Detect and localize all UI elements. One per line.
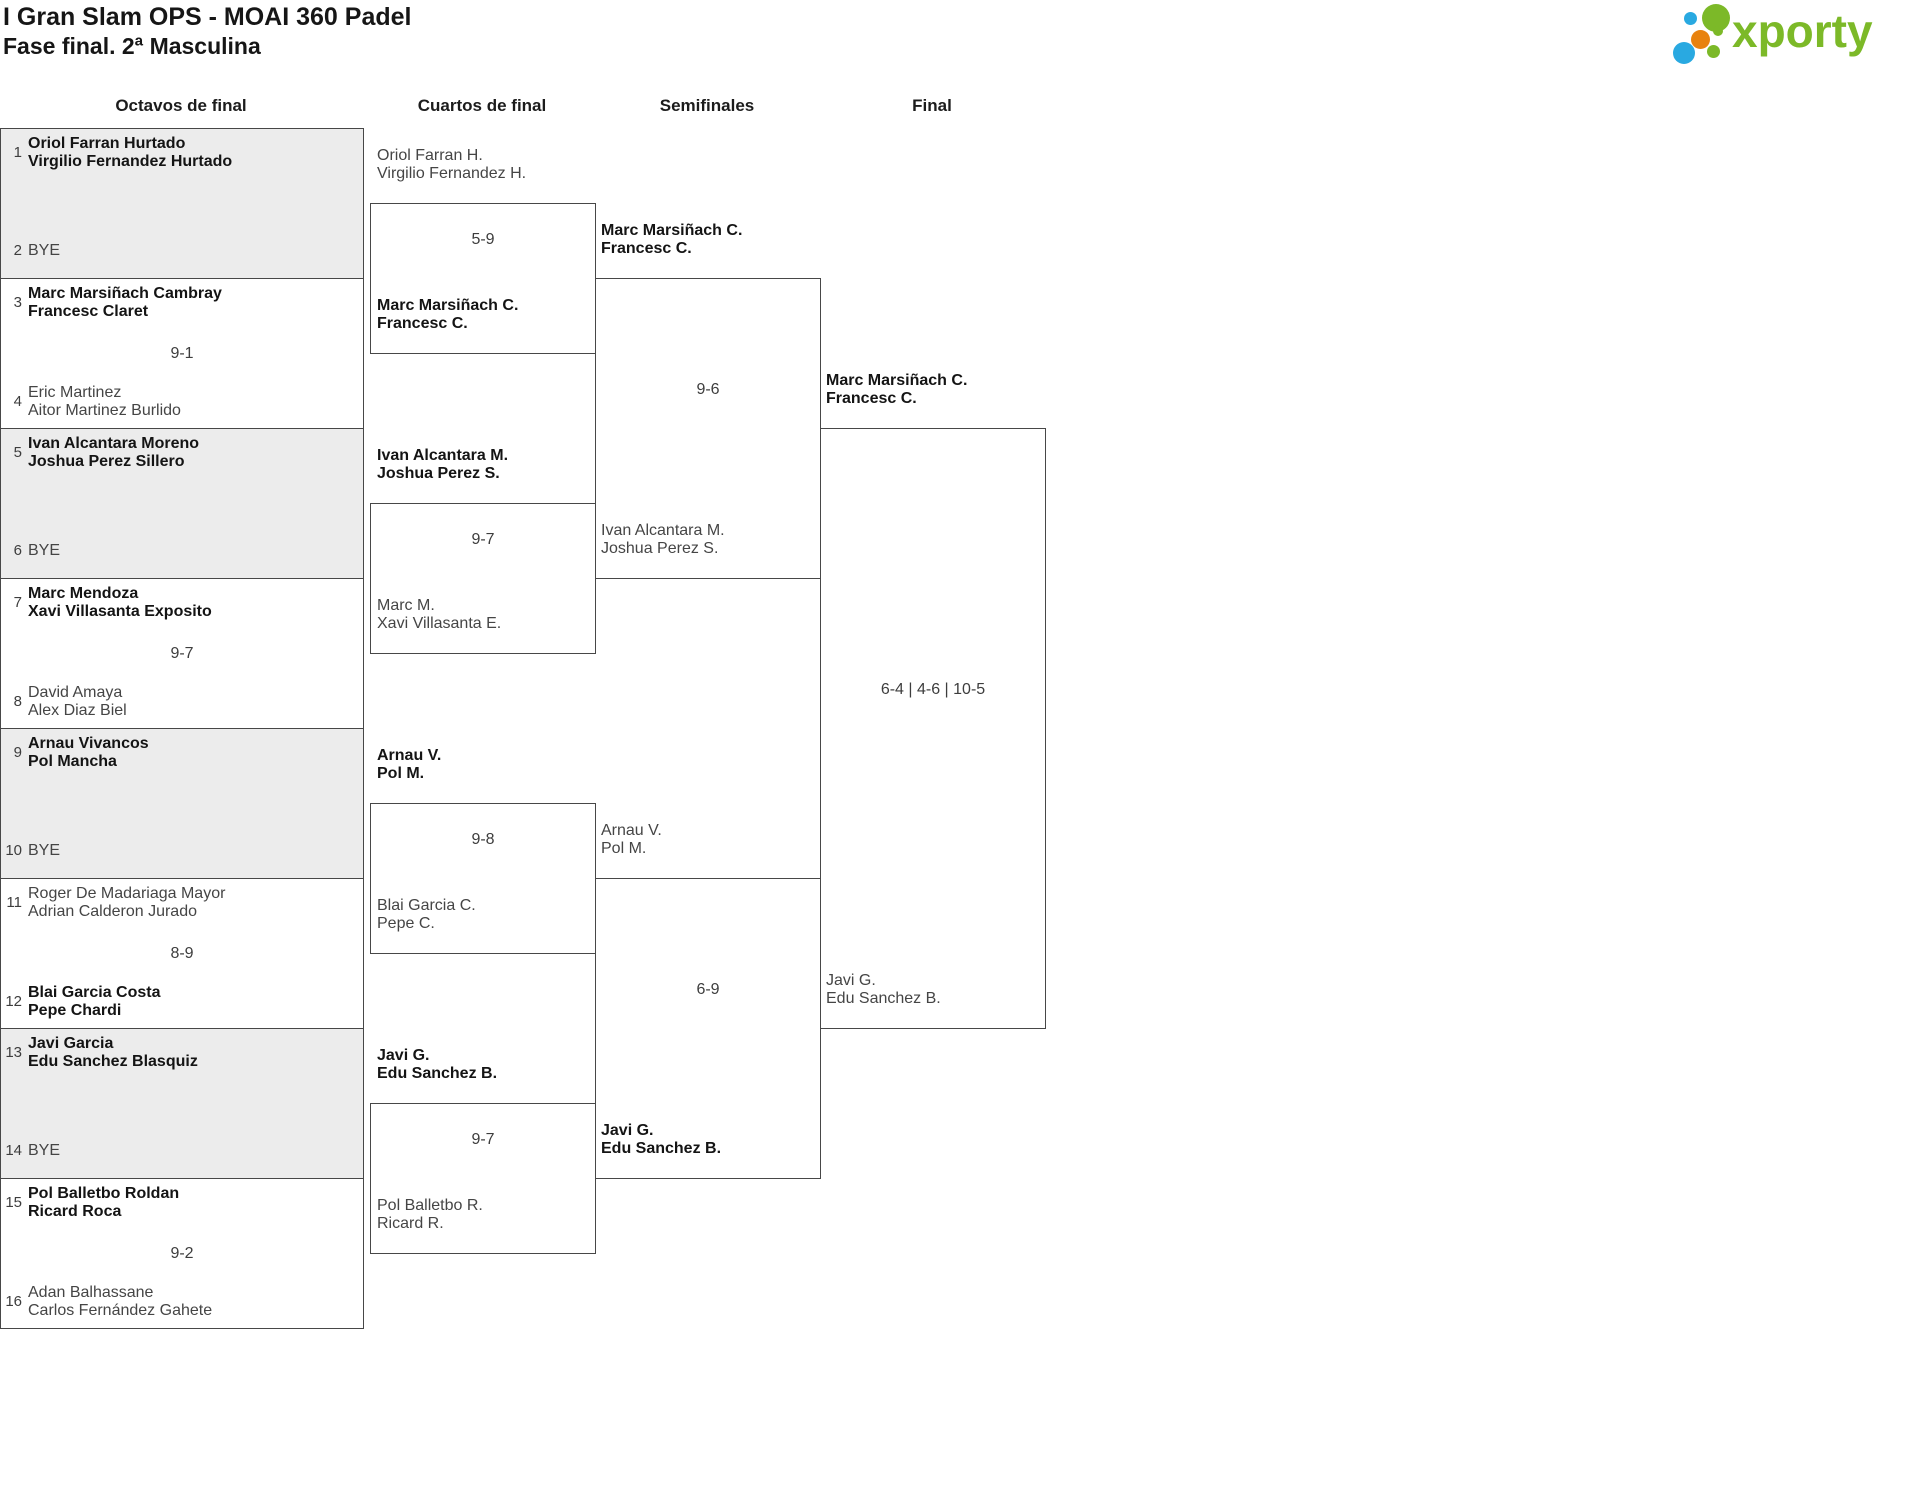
team-name: David Amaya Alex Diaz Biel [28, 684, 127, 719]
match-box-octavos-3: 5 Ivan Alcantara Moreno Joshua Perez Sil… [0, 428, 364, 579]
match-box-final [820, 428, 1046, 1029]
team-name: Javi Garcia Edu Sanchez Blasquiz [28, 1035, 198, 1070]
team-name: BYE [28, 542, 61, 559]
seed-number: 9 [13, 744, 22, 761]
seed-number: 13 [5, 1044, 22, 1061]
logo-dot-green-small [1713, 26, 1723, 36]
match-box-octavos-4: 7 Marc Mendoza Xavi Villasanta Exposito … [0, 578, 364, 729]
match-score: 6-9 [696, 981, 720, 998]
round-header-semifinales: Semifinales [659, 96, 755, 115]
logo-dot-green-small-2 [1707, 45, 1720, 58]
team-name: Roger De Madariaga Mayor Adrian Calderon… [28, 885, 226, 920]
seed-number: 12 [5, 993, 22, 1010]
team-name: Blai Garcia C. Pepe C. [377, 897, 476, 932]
team-name: Marc Marsiñach C. Francesc C. [377, 297, 519, 332]
team-name: Javi G. Edu Sanchez B. [826, 972, 941, 1007]
seed-number: 5 [13, 444, 22, 461]
seed-number: 7 [13, 594, 22, 611]
seed-number: 1 [13, 144, 22, 161]
round-header-octavos: Octavos de final [115, 96, 247, 115]
logo-dot-blue-small [1684, 12, 1697, 25]
team-name: Ivan Alcantara M. Joshua Perez S. [377, 447, 509, 482]
seed-number: 6 [13, 542, 22, 559]
team-name: Eric Martinez Aitor Martinez Burlido [28, 384, 181, 419]
match-score: 9-8 [471, 831, 495, 848]
seed-number: 14 [5, 1142, 22, 1159]
match-box-octavos-7: 13 Javi Garcia Edu Sanchez Blasquiz 14 B… [0, 1028, 364, 1179]
phase-subtitle: Fase final. 2ª Masculina [3, 33, 261, 59]
tournament-title: I Gran Slam OPS - MOAI 360 Padel [3, 3, 412, 31]
logo-dot-orange [1691, 30, 1710, 49]
match-score: 6-4 | 4-6 | 10-5 [880, 681, 986, 698]
team-name: BYE [28, 1142, 61, 1159]
match-box-octavos-8: 15 Pol Balletbo Roldan Ricard Roca 9-2 1… [0, 1178, 364, 1329]
team-name: Javi G. Edu Sanchez B. [601, 1122, 722, 1157]
logo-dot-blue-large [1673, 42, 1695, 64]
match-box-octavos-6: 11 Roger De Madariaga Mayor Adrian Calde… [0, 878, 364, 1029]
round-header-cuartos: Cuartos de final [417, 96, 547, 115]
xporty-logo[interactable]: xporty [1670, 0, 1915, 72]
seed-number: 11 [6, 894, 22, 911]
seed-number: 3 [13, 294, 22, 311]
match-score: 9-7 [471, 1131, 495, 1148]
round-header-final: Final [912, 96, 952, 115]
seed-number: 15 [5, 1194, 22, 1211]
team-name: Marc Marsiñach C. Francesc C. [601, 222, 743, 257]
match-score: 9-6 [696, 381, 720, 398]
team-name: Marc Marsiñach C. Francesc C. [826, 372, 968, 407]
seed-number: 4 [13, 393, 22, 410]
match-box-octavos-1: 1 Oriol Farran Hurtado Virgilio Fernande… [0, 128, 364, 279]
match-score: 9-7 [471, 531, 495, 548]
seed-number: 8 [13, 693, 22, 710]
team-name: Marc Marsiñach Cambray Francesc Claret [28, 285, 222, 320]
team-name: Marc Mendoza Xavi Villasanta Exposito [28, 585, 212, 620]
seed-number: 10 [5, 842, 22, 859]
team-name: Arnau V. Pol M. [377, 747, 442, 782]
match-box-octavos-2: 3 Marc Marsiñach Cambray Francesc Claret… [0, 278, 364, 429]
match-score: 9-2 [170, 1245, 194, 1262]
team-name: Oriol Farran Hurtado Virgilio Fernandez … [28, 135, 233, 170]
seed-number: 2 [13, 242, 22, 259]
team-name: BYE [28, 842, 61, 859]
team-name: Pol Balletbo Roldan Ricard Roca [28, 1185, 180, 1220]
seed-number: 16 [5, 1293, 22, 1310]
team-name: Blai Garcia Costa Pepe Chardi [28, 984, 161, 1019]
match-score: 5-9 [471, 231, 495, 248]
match-score: 9-1 [170, 345, 194, 362]
team-name: Arnau Vivancos Pol Mancha [28, 735, 149, 770]
match-score: 8-9 [170, 945, 194, 962]
team-name: Arnau V. Pol M. [601, 822, 662, 857]
team-name: Oriol Farran H. Virgilio Fernandez H. [377, 147, 527, 182]
team-name: Javi G. Edu Sanchez B. [377, 1047, 498, 1082]
team-name: Ivan Alcantara Moreno Joshua Perez Sille… [28, 435, 200, 470]
logo-wordmark: xporty [1732, 5, 1873, 57]
team-name: Marc M. Xavi Villasanta E. [377, 597, 502, 632]
match-box-octavos-5: 9 Arnau Vivancos Pol Mancha 10 BYE [0, 728, 364, 879]
team-name: BYE [28, 242, 61, 259]
team-name: Ivan Alcantara M. Joshua Perez S. [601, 522, 725, 557]
match-score: 9-7 [170, 645, 194, 662]
team-name: Adan Balhassane Carlos Fernández Gahete [28, 1284, 213, 1319]
team-name: Pol Balletbo R. Ricard R. [377, 1197, 483, 1232]
